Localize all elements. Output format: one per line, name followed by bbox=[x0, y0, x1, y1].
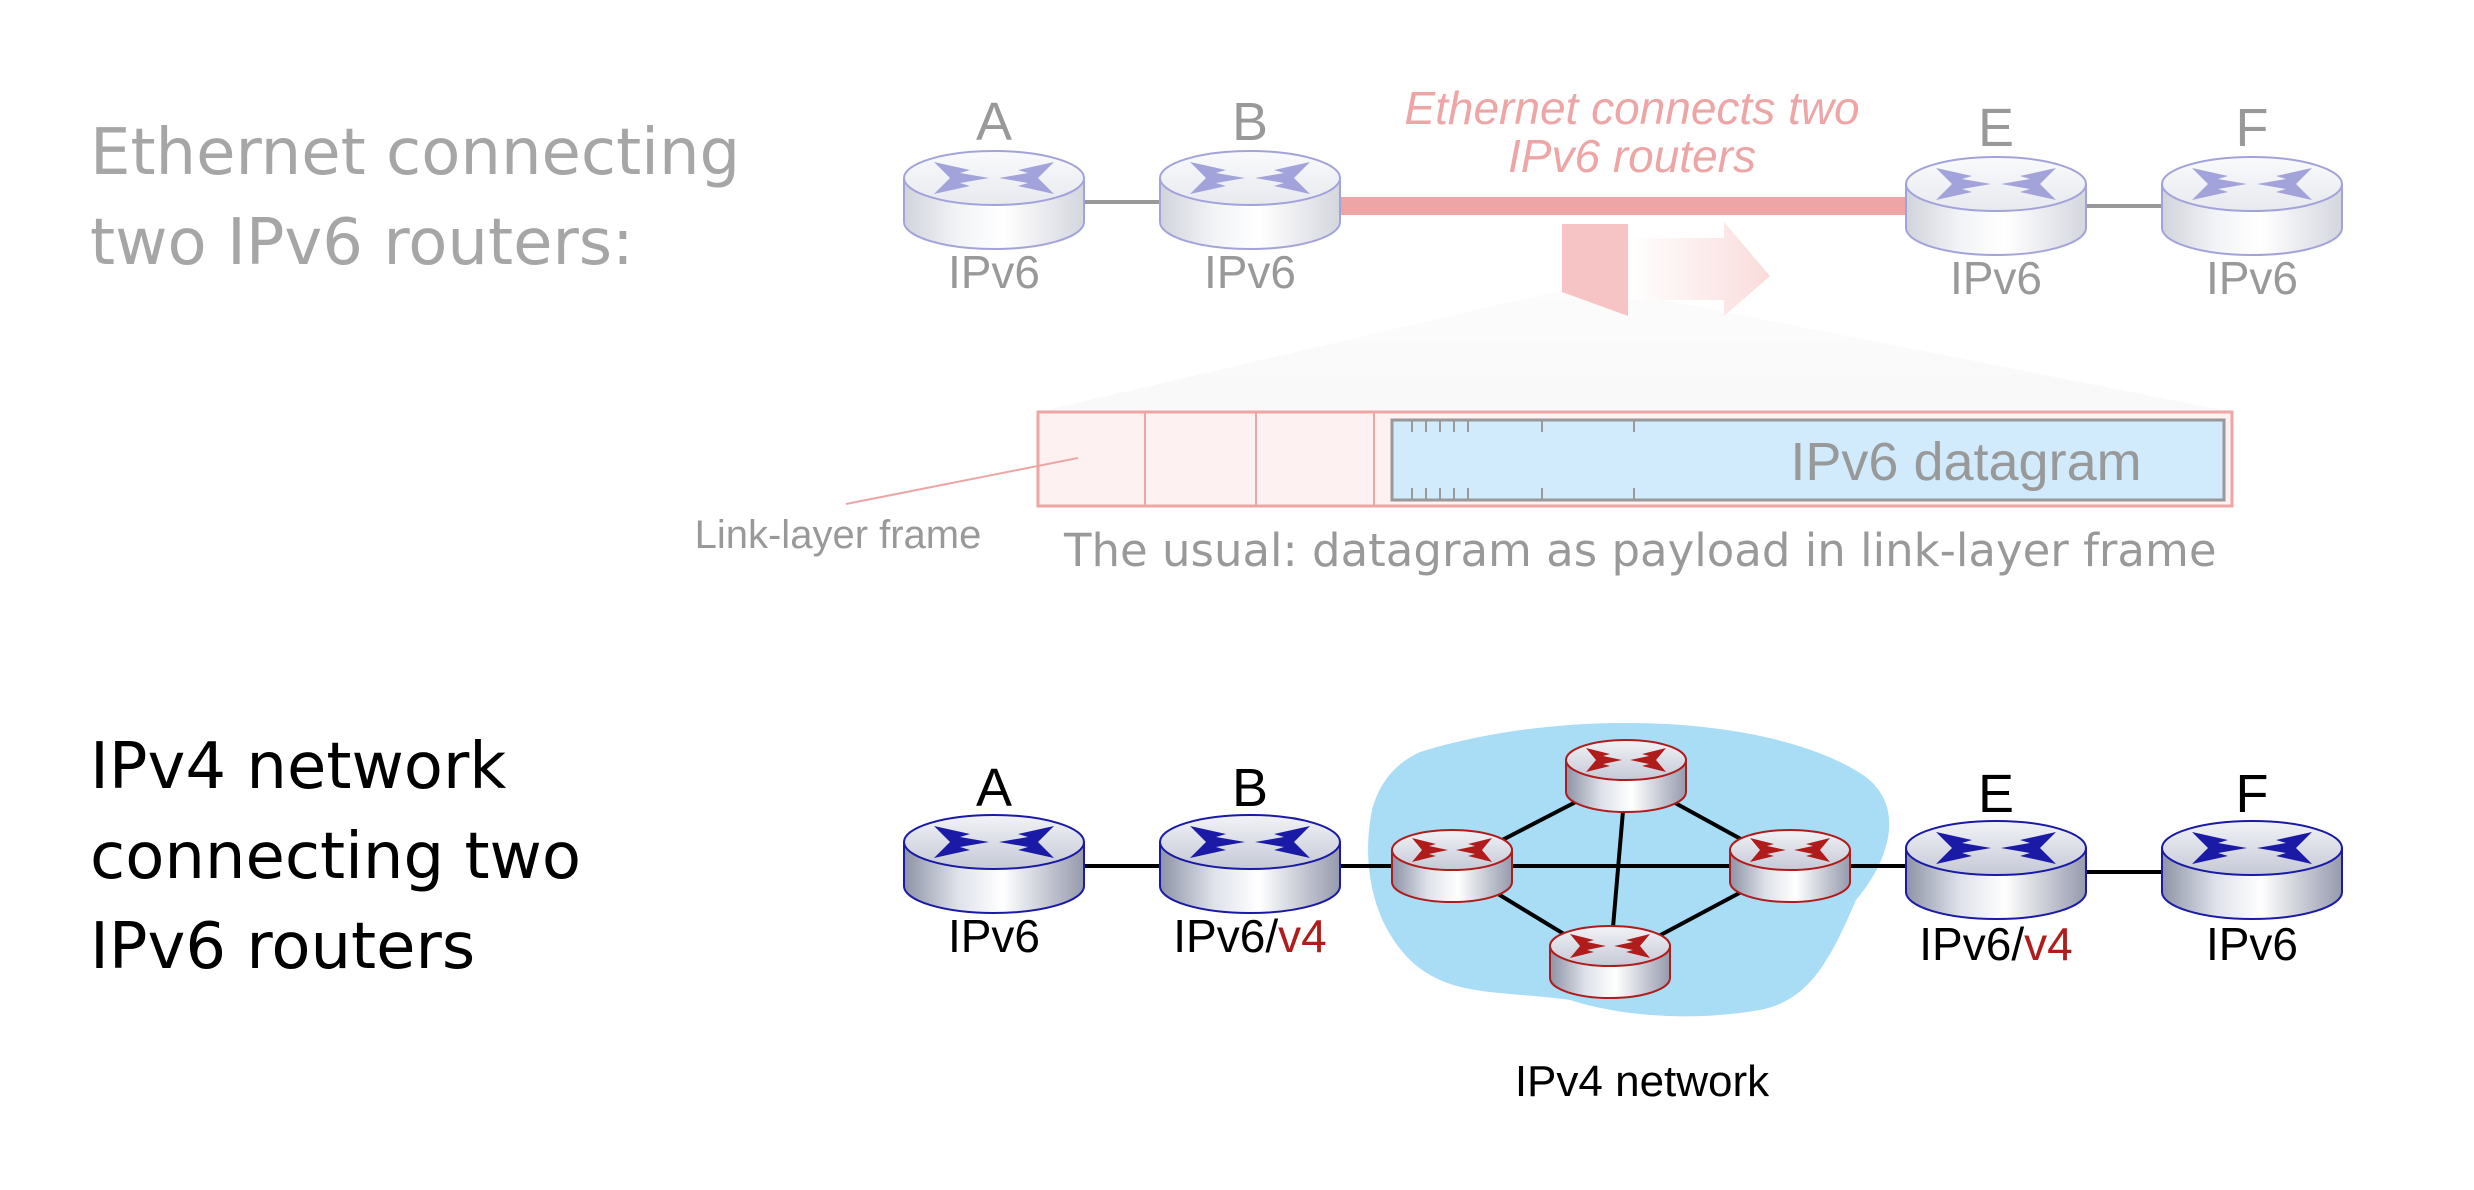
router-letter: B bbox=[1232, 92, 1268, 152]
bottom-diagram: A B E F IPv6 IPv6/v4 IPv6/v4 IPv6 IPv4 n… bbox=[903, 722, 2343, 1106]
ipv4-router bbox=[1729, 829, 1851, 903]
router-letter: B bbox=[1232, 758, 1268, 818]
router-f bbox=[2161, 820, 2343, 920]
bottom-heading-line: IPv6 routers bbox=[90, 910, 476, 984]
ipv4-network-label: IPv4 network bbox=[1515, 1057, 1770, 1106]
datagram-box bbox=[1390, 418, 2226, 502]
ethernet-caption-line: Ethernet connects two bbox=[1404, 82, 1859, 134]
frame-label: Link-layer frame bbox=[695, 513, 982, 557]
router-letter: F bbox=[2236, 98, 2269, 158]
bottom-heading: IPv4 network connecting two IPv6 routers bbox=[90, 722, 581, 992]
top-heading-line: two IPv6 routers: bbox=[90, 206, 634, 280]
datagram-label: IPv6 datagram bbox=[1790, 432, 2141, 492]
router-label: IPv6 bbox=[1950, 252, 2042, 304]
router-letter: F bbox=[2236, 764, 2269, 824]
router-label: IPv6 bbox=[2206, 918, 2298, 970]
ipv4-network-cloud bbox=[1368, 722, 1890, 1017]
top-heading: Ethernet connecting two IPv6 routers: bbox=[90, 108, 740, 288]
router-a-top bbox=[903, 150, 1085, 250]
router-label: IPv6 bbox=[1204, 246, 1296, 298]
router-e bbox=[1905, 820, 2087, 920]
router-letter: E bbox=[1978, 98, 2014, 158]
router-label: IPv6 bbox=[2206, 252, 2298, 304]
top-diagram: A B E F IPv6 IPv6 IPv6 IPv6 Ethernet con… bbox=[695, 82, 2343, 577]
router-b-top bbox=[1159, 150, 1341, 250]
router-label: IPv6 bbox=[948, 246, 1040, 298]
usual-caption: The usual: datagram as payload in link-l… bbox=[1063, 524, 2217, 577]
link-layer-frame bbox=[1036, 410, 2234, 508]
bottom-heading-line: connecting two bbox=[90, 820, 582, 894]
router-e-top bbox=[1905, 156, 2087, 256]
frame-pointer-line bbox=[845, 457, 1079, 505]
ipv4-router bbox=[1565, 739, 1687, 813]
router-a bbox=[903, 814, 1085, 914]
router-label: IPv6/v4 bbox=[1919, 918, 2072, 970]
ethernet-caption-line: IPv6 routers bbox=[1508, 130, 1756, 182]
router-b bbox=[1159, 814, 1341, 914]
frame-icon bbox=[1562, 224, 1628, 316]
ipv4-router bbox=[1549, 925, 1671, 999]
router-letter: A bbox=[976, 758, 1012, 818]
router-letter: A bbox=[976, 92, 1012, 152]
router-label: IPv6/v4 bbox=[1173, 910, 1326, 962]
router-label: IPv6 bbox=[948, 910, 1040, 962]
zoom-wedge bbox=[1038, 290, 2232, 412]
datagram-ticks bbox=[1411, 420, 1635, 500]
top-heading-line: Ethernet connecting bbox=[90, 116, 741, 190]
right-arrow-icon bbox=[1628, 222, 1770, 316]
router-letter: E bbox=[1978, 764, 2014, 824]
ipv4-router bbox=[1391, 829, 1513, 903]
bottom-heading-line: IPv4 network bbox=[90, 730, 507, 804]
router-f-top bbox=[2161, 156, 2343, 256]
